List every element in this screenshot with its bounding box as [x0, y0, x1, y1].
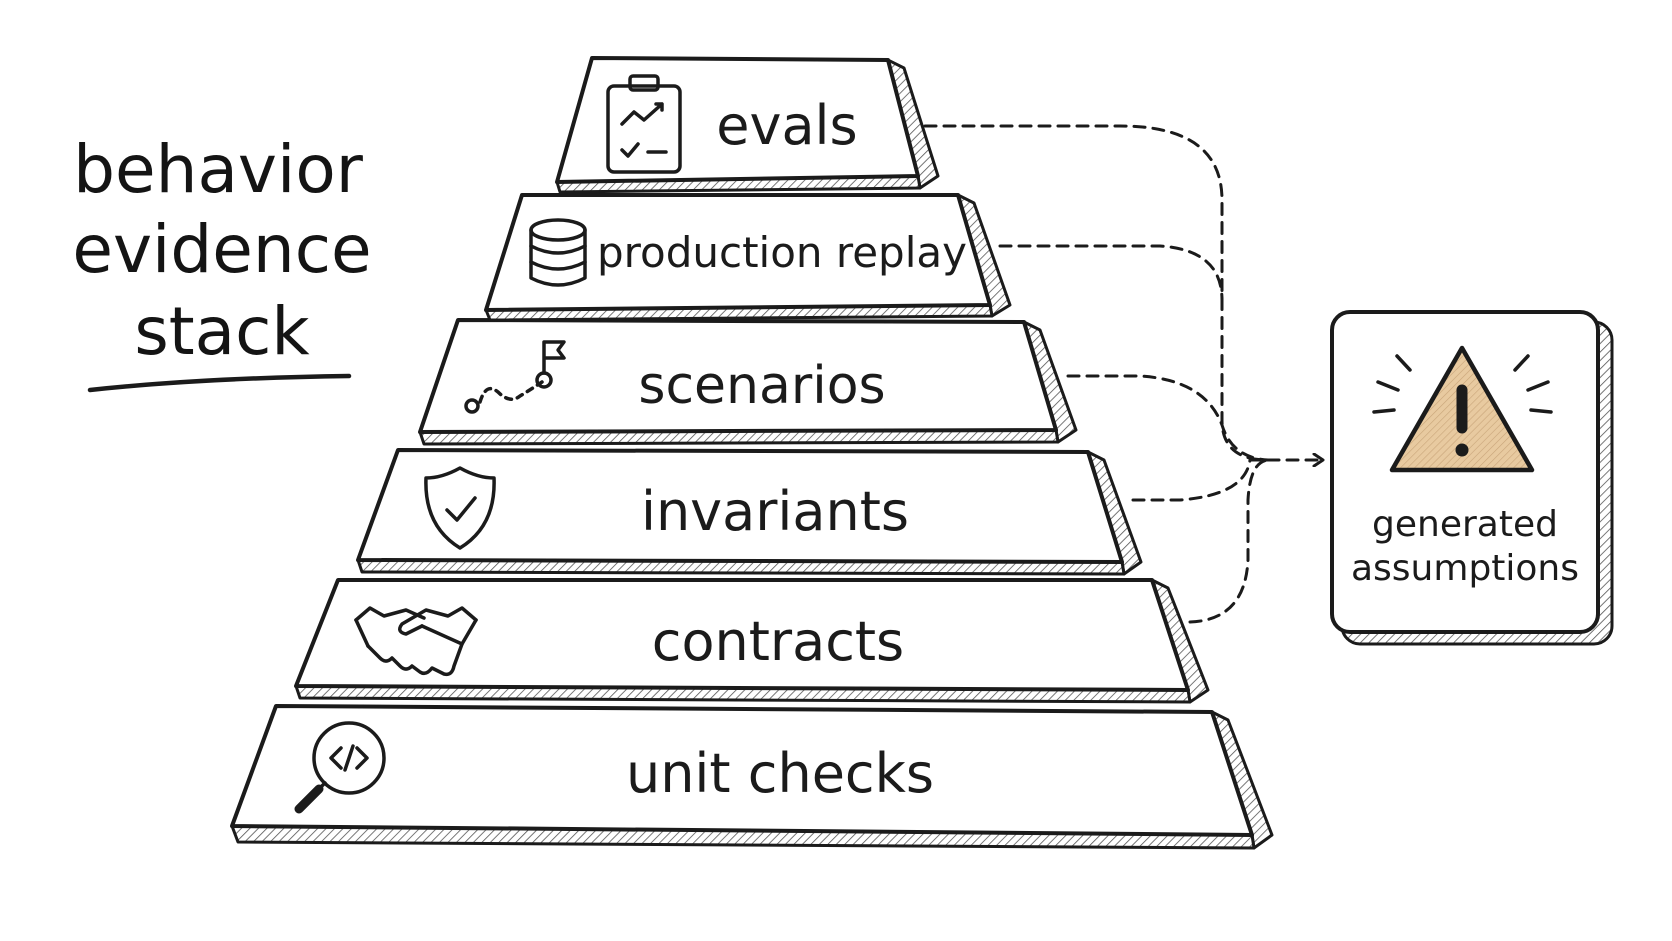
- connectors: [923, 124, 1322, 624]
- tier-evals: evals: [555, 56, 940, 194]
- database-icon: [529, 218, 587, 287]
- connector-contracts: [1188, 458, 1270, 624]
- tier-invariants: invariants: [356, 448, 1143, 576]
- tier-label-unit-checks: unit checks: [626, 742, 934, 805]
- tier-scenarios: scenarios: [418, 318, 1078, 446]
- alert-rays: [1372, 354, 1553, 414]
- callout-line-2: assumptions: [1351, 548, 1579, 589]
- tier-label-contracts: contracts: [652, 610, 904, 673]
- connector-scenarios: [1066, 374, 1270, 462]
- evidence-stack: unit checks contracts invariants: [230, 56, 1274, 850]
- stack-title: behavior evidence stack: [72, 131, 372, 393]
- connector-invariants: [1131, 458, 1270, 502]
- warning-triangle-icon: [1389, 345, 1535, 473]
- title-line-3: stack: [134, 293, 310, 370]
- callout-line-1: generated: [1372, 504, 1558, 545]
- path-flag-icon: [464, 340, 566, 414]
- title-underline: [87, 373, 352, 393]
- tier-label-invariants: invariants: [641, 480, 909, 543]
- title-line-2: evidence: [72, 211, 371, 288]
- connector-evals: [923, 124, 1270, 462]
- connector-production-replay: [998, 244, 1224, 302]
- shield-check-icon: [424, 466, 496, 550]
- tier-label-production-replay: production replay: [597, 228, 967, 277]
- clipboard-chart-icon: [606, 74, 682, 174]
- tier-contracts: contracts: [294, 578, 1210, 704]
- code-magnifier-icon: [294, 721, 386, 814]
- title-line-1: behavior: [73, 131, 364, 208]
- tier-production-replay: production replay: [484, 193, 1012, 322]
- tier-label-scenarios: scenarios: [638, 356, 885, 416]
- tier-label-evals: evals: [716, 94, 857, 157]
- generated-assumptions-callout: generated assumptions: [1330, 310, 1614, 646]
- tier-unit-checks: unit checks: [230, 704, 1274, 850]
- handshake-icon: [354, 606, 478, 677]
